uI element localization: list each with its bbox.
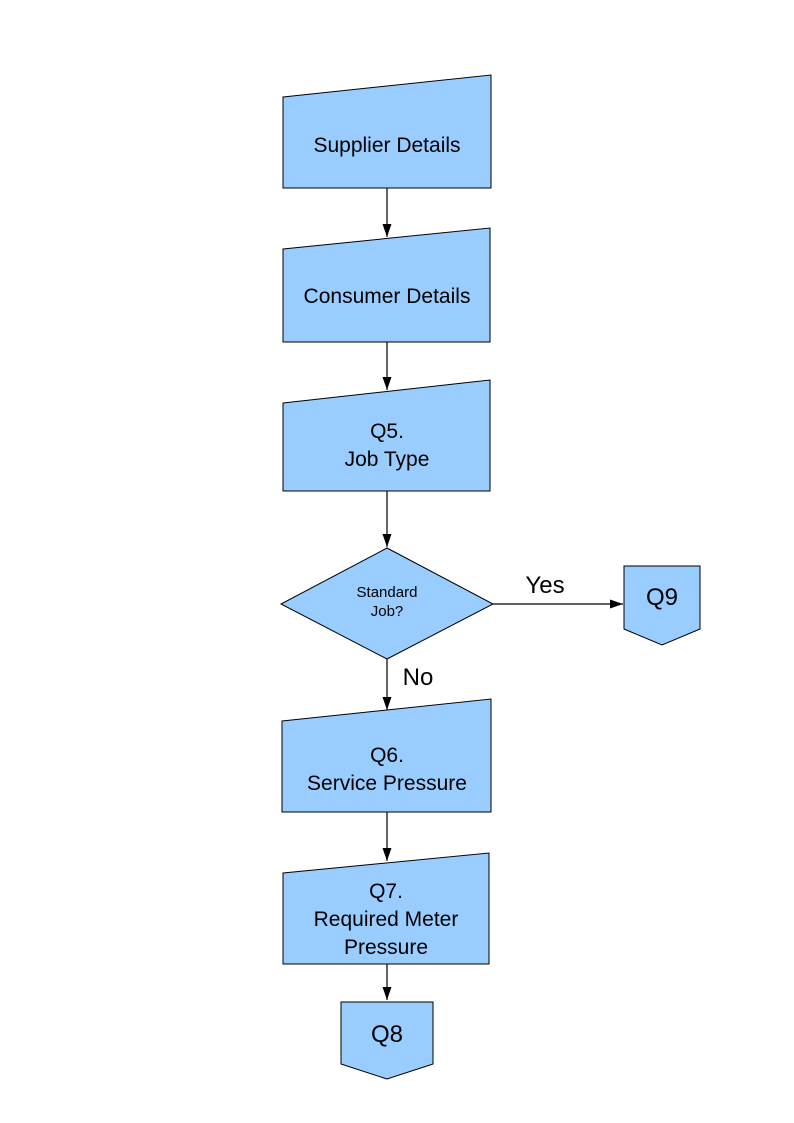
node-q8-connector: Q8 — [340, 1001, 434, 1080]
q7-label-line3: Pressure — [344, 936, 428, 959]
q9-shape — [623, 565, 701, 646]
q5-label-line2: Job Type — [345, 448, 430, 471]
q5-label-line1: Q5. — [370, 420, 404, 443]
edge-label-yes: Yes — [525, 572, 564, 599]
standard-job-label-line1: Standard — [357, 584, 418, 601]
node-supplier-details: Supplier Details — [282, 74, 492, 189]
q5-shape — [282, 379, 491, 492]
q8-shape — [340, 1001, 434, 1080]
q6-label-line2: Service Pressure — [307, 772, 467, 795]
node-q7-required-meter-pressure: Q7. Required Meter Pressure — [282, 852, 490, 965]
supplier-details-label: Supplier Details — [313, 134, 460, 157]
node-q9-connector: Q9 — [623, 565, 701, 646]
q7-label-line1: Q7. — [369, 880, 403, 903]
node-q5-job-type: Q5. Job Type — [282, 379, 491, 492]
q8-label: Q8 — [371, 1021, 403, 1048]
consumer-details-shape — [282, 227, 491, 343]
supplier-details-shape — [282, 74, 492, 189]
standard-job-diamond-shape — [279, 547, 495, 660]
q6-shape — [281, 698, 492, 813]
node-standard-job-decision: Standard Job? — [279, 547, 495, 660]
edge-label-no: No — [403, 664, 434, 691]
q7-shape — [282, 852, 490, 965]
node-consumer-details: Consumer Details — [282, 227, 491, 343]
q7-label-line2: Required Meter — [314, 908, 459, 931]
standard-job-label-line2: Job? — [371, 603, 404, 620]
q6-label-line1: Q6. — [370, 744, 404, 767]
node-q6-service-pressure: Q6. Service Pressure — [281, 698, 492, 813]
consumer-details-label: Consumer Details — [304, 285, 471, 308]
q9-label: Q9 — [646, 584, 678, 611]
